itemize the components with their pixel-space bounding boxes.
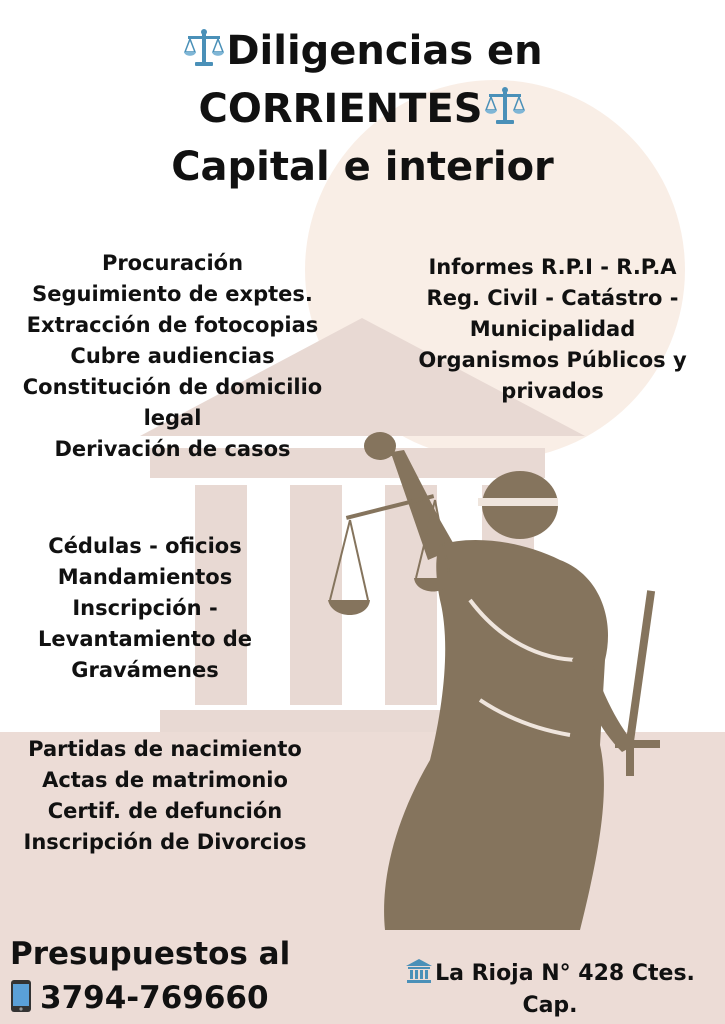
list-item: Extracción de fotocopias <box>26 313 319 337</box>
list-item: legal <box>143 406 202 430</box>
list-item: Partidas de nacimiento <box>28 737 302 761</box>
list-item: Reg. Civil - Catástro - <box>426 286 679 310</box>
list-item: Informes R.P.I - R.P.A <box>428 255 677 279</box>
title-line-2: CORRIENTES <box>198 86 483 132</box>
courthouse-silhouette <box>140 318 585 732</box>
bank-building-icon <box>406 959 433 983</box>
list-item: Gravámenes <box>71 658 219 682</box>
list-item: Municipalidad <box>469 317 636 341</box>
list-item: Procuración <box>101 251 244 275</box>
address-line-2: Cap. <box>522 993 578 1018</box>
services-mid-list: Cédulas - oficios Mandamientos Inscripci… <box>0 531 290 686</box>
address-row: La Rioja N° 428 Ctes. <box>385 958 715 990</box>
title-line-3: Capital e interior <box>171 144 554 190</box>
contact-address: La Rioja N° 428 Ctes. Cap. <box>385 958 715 1022</box>
list-item: Constitución de domicilio <box>22 375 323 399</box>
list-item: Cubre audiencias <box>70 344 275 368</box>
list-item: privados <box>501 379 604 403</box>
budget-label: Presupuestos al <box>10 936 291 972</box>
list-item: Seguimiento de exptes. <box>32 282 313 306</box>
title-row-2: CORRIENTES <box>0 80 725 138</box>
lower-band <box>0 732 725 1024</box>
scales-icon <box>484 87 525 124</box>
title-line-1: Diligencias en <box>226 28 543 74</box>
list-item: Actas de matrimonio <box>42 768 288 792</box>
list-item: Organismos Públicos y <box>418 348 687 372</box>
list-item: Certif. de defunción <box>47 799 283 823</box>
list-item: Mandamientos <box>57 565 233 589</box>
list-item: Cédulas - oficios <box>48 534 242 558</box>
page-title: Diligencias en CORRIENTES Capital e inte… <box>0 22 725 196</box>
address-line-1: La Rioja N° 428 Ctes. <box>435 961 695 986</box>
list-item: Levantamiento de <box>38 627 252 651</box>
title-row-1: Diligencias en <box>0 22 725 80</box>
phone-number[interactable]: 3794-769660 <box>40 980 269 1016</box>
list-item: Inscripción - <box>72 596 218 620</box>
mobile-phone-icon <box>11 980 31 1012</box>
services-left-list: Procuración Seguimiento de exptes. Extra… <box>0 248 345 465</box>
list-item: Inscripción de Divorcios <box>23 830 307 854</box>
lady-justice-statue <box>328 432 660 930</box>
services-right-list: Informes R.P.I - R.P.A Reg. Civil - Catá… <box>395 252 710 407</box>
phone-row: 3794-769660 <box>10 976 300 1020</box>
contact-budget: Presupuestos al 3794-769660 <box>10 932 300 1020</box>
scales-icon <box>184 29 225 66</box>
services-bottom-list: Partidas de nacimiento Actas de matrimon… <box>0 734 330 858</box>
list-item: Derivación de casos <box>54 437 291 461</box>
